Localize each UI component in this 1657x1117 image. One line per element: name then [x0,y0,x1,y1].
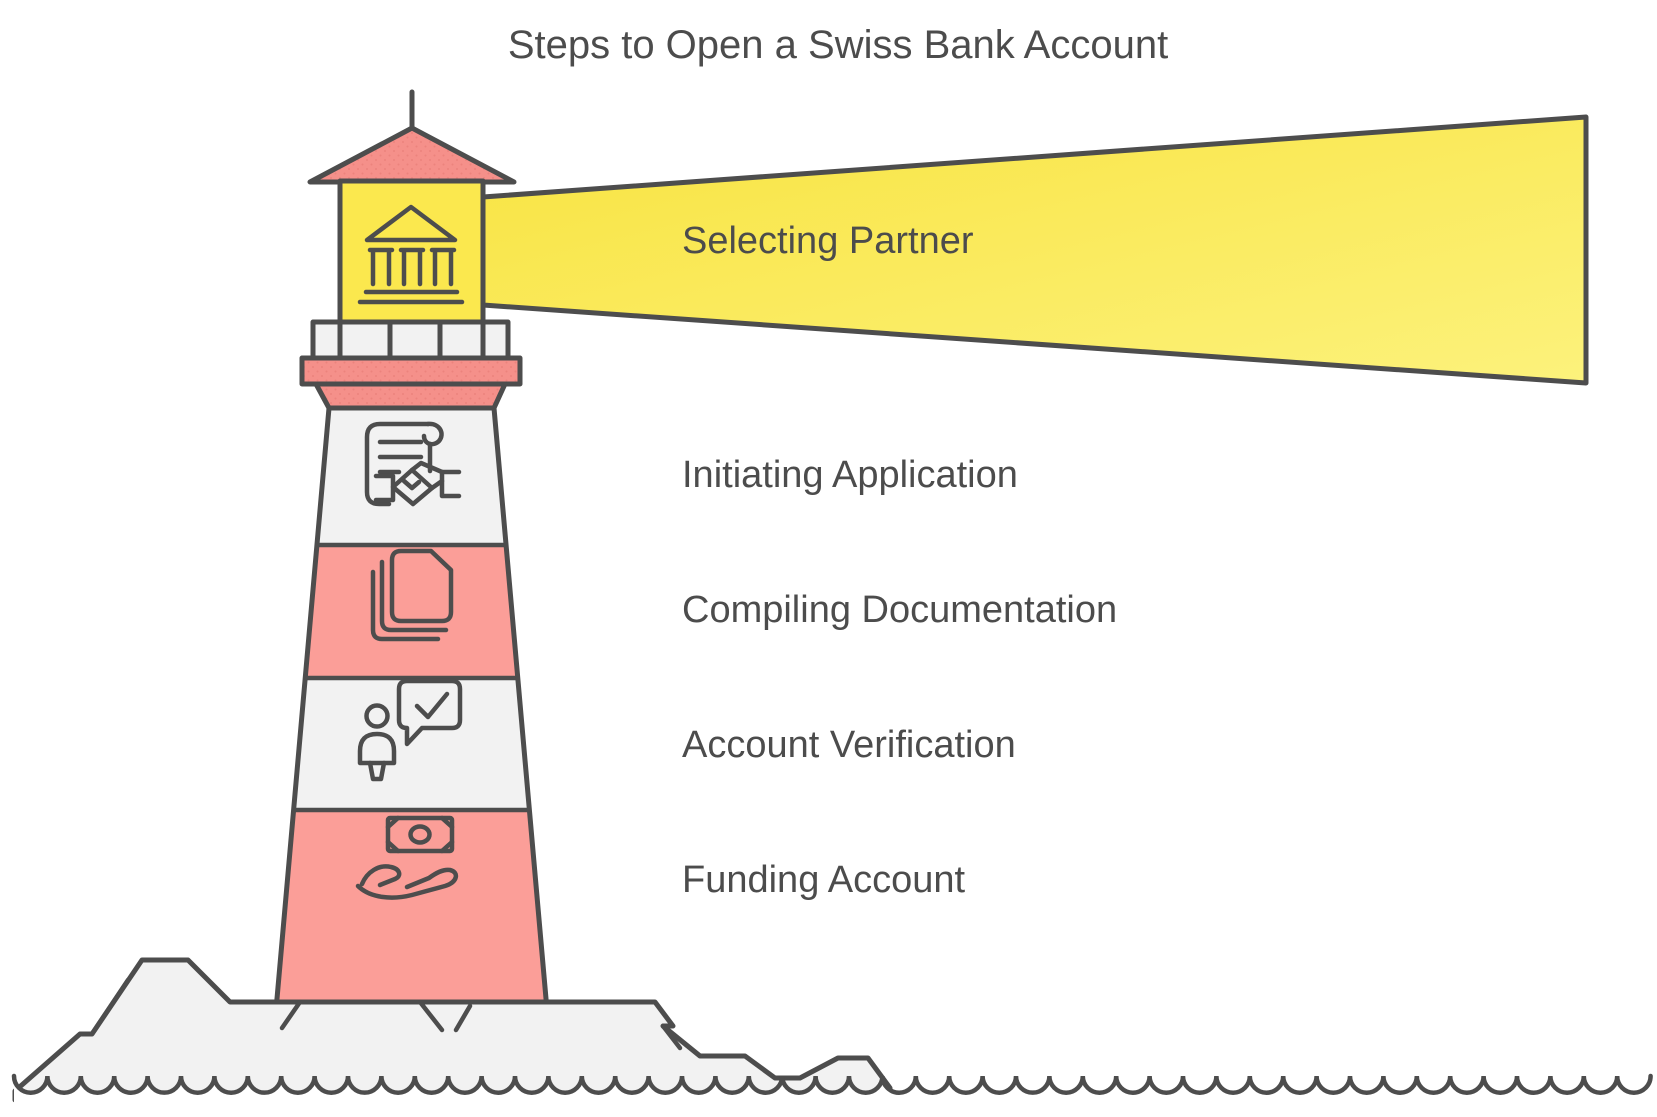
step-label-initiating-application: Initiating Application [682,454,1018,496]
gallery-band [299,355,523,387]
step-label-selecting-partner: Selecting Partner [682,220,974,262]
roof [307,125,517,185]
stripe-red-1 [276,545,547,678]
light-beam [480,114,1589,386]
railing [310,319,511,361]
step-label-compiling-documentation: Compiling Documentation [682,589,1117,631]
gallery-cornice [313,381,508,411]
contract-icon [364,421,462,507]
step-label-funding-account: Funding Account [682,859,966,901]
wave-mask [14,1076,1651,1117]
funding-icon [355,815,459,900]
documents-icon [370,548,454,642]
step-label-account-verification: Account Verification [682,724,1016,766]
rock-facet-lines [89,977,683,1051]
bank-icon [357,204,465,305]
tower [273,405,550,1013]
stripe-red-2 [276,810,547,1010]
lighthouse [273,89,550,1013]
verification-icon [357,678,463,782]
waves [11,1073,1653,1117]
wave-line [11,1073,1653,1095]
diagram-title: Steps to Open a Swiss Bank Account [508,23,1168,67]
